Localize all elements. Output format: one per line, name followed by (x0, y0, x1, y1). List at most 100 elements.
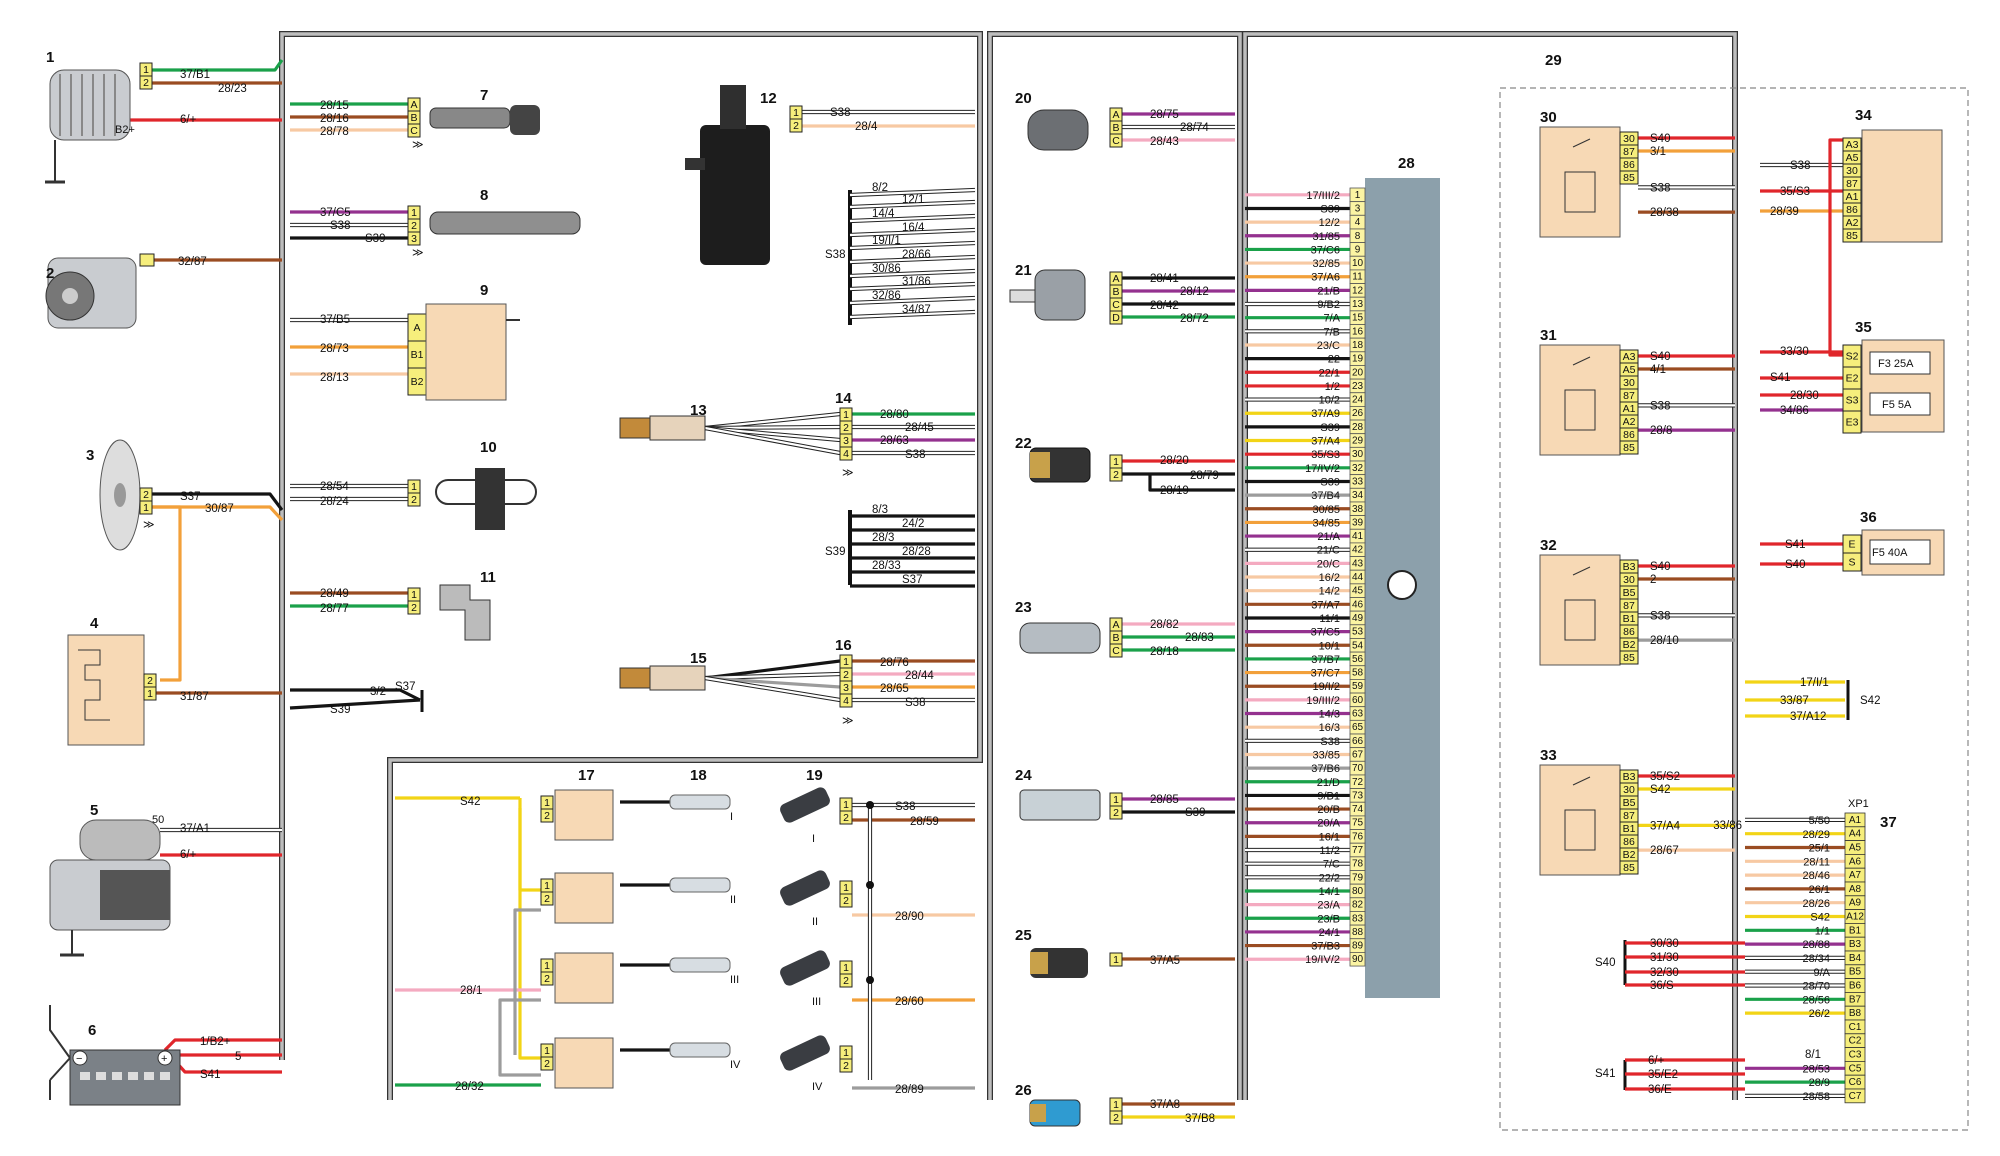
connector-pin (1109, 952, 1123, 967)
text-label: 32/30 (1650, 967, 1679, 979)
component-number: 15 (690, 650, 707, 667)
pin-label: 1 (411, 481, 417, 493)
text-label: S37 (902, 574, 922, 586)
text-label: 19/I/1 (872, 235, 901, 247)
component-number: 36 (1860, 509, 1877, 526)
wire (518, 798, 541, 1060)
pin-label: B5 (1623, 797, 1636, 809)
pin-label: 2 (143, 489, 149, 501)
pin-label: C (1112, 135, 1120, 147)
relay-box (1539, 554, 1621, 666)
ecu-wire-label: 34/85 (1312, 517, 1340, 529)
pin-label: B (1112, 122, 1119, 134)
connector-pin (143, 686, 157, 701)
knock-sensor-13-body (649, 415, 706, 441)
sensor-24 (1019, 789, 1101, 821)
xp1-wire-label: 26/2 (1809, 1008, 1830, 1020)
wire (152, 59, 284, 72)
wire (704, 426, 841, 455)
ecu-wire-label: 37/B3 (1311, 941, 1340, 953)
pin-label: 86 (1623, 429, 1635, 441)
wire (152, 505, 182, 682)
connector-mark-icon: ≫ (842, 467, 854, 479)
ecu-wire-label: 19/III/2 (1306, 695, 1340, 707)
pin-label: 1 (843, 656, 849, 668)
component-number: 8 (480, 187, 488, 204)
coil-1 (554, 789, 614, 841)
sensor-22-thread (1030, 452, 1050, 478)
pin-label: 2 (411, 494, 417, 506)
pin-label: 1 (143, 64, 149, 76)
text-label: 37/B5 (320, 314, 350, 326)
wire (849, 228, 976, 237)
pin-label: 1 (843, 962, 849, 974)
text-label: 28/72 (1180, 313, 1209, 325)
pin-label: A5 (1623, 364, 1636, 376)
ecu-wire-label: 37/C5 (1311, 627, 1340, 639)
battery-plus-terminal (157, 1050, 173, 1066)
injector (780, 1035, 830, 1071)
ecu-pin-number: 16 (1352, 326, 1364, 337)
ecu-wire-label: 23/C (1317, 340, 1340, 352)
ecu-wire-label: 33/85 (1312, 749, 1340, 761)
ecu-wire-label: 7/C (1323, 859, 1340, 871)
component-number: 19 (806, 767, 823, 784)
xp1-pin-label: A6 (1849, 856, 1862, 867)
pin-label: 30 (1623, 784, 1635, 796)
text-label: 28/80 (880, 409, 909, 421)
xp1-pin-label: A5 (1849, 843, 1862, 854)
pin-label: 2 (544, 973, 550, 985)
connector-mark-icon: ≫ (412, 139, 424, 151)
pin-label: 30 (1623, 377, 1635, 389)
ecu-pin-number: 13 (1352, 299, 1364, 310)
text-label: 8/1 (1805, 1049, 1821, 1061)
wire (1148, 474, 1235, 492)
text-label: 28/78 (320, 126, 349, 138)
pin-label: 2 (843, 895, 849, 907)
ecu-icon (1387, 570, 1417, 600)
text-label: − (76, 1053, 82, 1065)
text-label: S37 (180, 491, 200, 503)
text-label: 28/15 (320, 100, 349, 112)
wire (518, 808, 541, 892)
wire (849, 310, 976, 319)
component-number: 12 (760, 90, 777, 107)
text-label: 28/19 (1160, 485, 1189, 497)
ecu-wire-label: 16/1 (1319, 831, 1340, 843)
connector-pin (139, 500, 153, 515)
ecu-pin-number: 39 (1352, 517, 1364, 528)
wire (152, 492, 284, 511)
ecu-wire-label: 11/2 (1319, 845, 1340, 857)
text-label: 6/+ (180, 849, 197, 861)
starter-body (100, 870, 170, 920)
relay-box (1539, 344, 1621, 456)
sensor-20 (1027, 109, 1089, 151)
text-label: 28/23 (218, 83, 247, 95)
ecu-wire-label: 37/C6 (1311, 244, 1340, 256)
text-label: IV (812, 1081, 823, 1093)
xp1-wire-label: 1/1 (1815, 925, 1830, 937)
coil-2 (554, 872, 614, 924)
xp1-pin-label: B8 (1849, 1008, 1862, 1019)
ecu-pin-number: 63 (1352, 709, 1364, 720)
text-label: 28/74 (1180, 122, 1209, 134)
ecu-pin-number: 59 (1352, 681, 1364, 692)
text-label: 28/43 (1150, 136, 1179, 148)
text-label: 5 (235, 1051, 241, 1063)
connector-pin (1619, 170, 1639, 185)
text-label: 28/41 (1150, 273, 1179, 285)
components (45, 62, 1945, 1127)
starter-solenoid (79, 819, 161, 861)
text-label: 28/38 (1650, 207, 1679, 219)
text-label: 31/86 (902, 276, 931, 288)
text-label: 17/I/1 (1800, 677, 1829, 689)
component-number: 17 (578, 767, 595, 784)
text-label: 28/49 (320, 588, 349, 600)
component-number: 13 (690, 402, 707, 419)
text-label: 30/30 (1650, 938, 1679, 950)
pin-label: 1 (843, 882, 849, 894)
ecu-pin-number: 34 (1352, 490, 1364, 501)
wire (704, 676, 841, 689)
text-label: 32/86 (872, 290, 901, 302)
battery-cell (112, 1072, 122, 1080)
